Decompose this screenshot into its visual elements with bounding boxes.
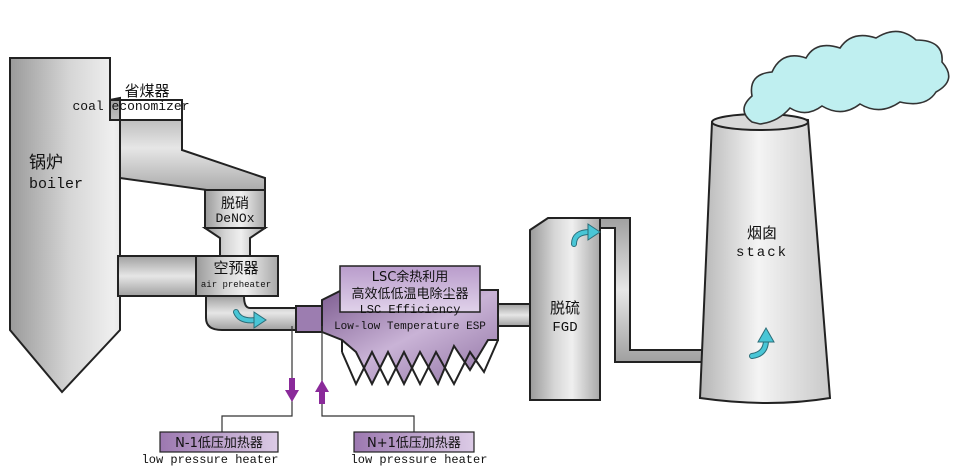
water-in-arrow-icon: [315, 380, 329, 404]
heater-right-line: [321, 326, 415, 432]
esp-label-line2: 高效低低温电除尘器: [351, 286, 468, 302]
heater-right-label-en: low pressure heater: [351, 453, 488, 466]
heater-right-box: [353, 431, 475, 453]
flow-arrow-icon: [749, 326, 775, 359]
economizer-duct: [109, 96, 266, 200]
water-out-arrow-icon: [285, 378, 299, 402]
stack-label-cn: 烟囱: [747, 224, 777, 242]
stack-label-en: stack: [736, 245, 788, 261]
esp-to-fgd-duct: [497, 303, 531, 327]
boiler-label-cn: 锅炉: [29, 153, 63, 173]
esp-label-panel: [339, 265, 481, 313]
preheater-outlet-duct: [205, 295, 297, 331]
fgd-label-en: FGD: [552, 320, 577, 336]
heater-left-label-en: low pressure heater: [142, 453, 279, 466]
esp-label-line1: LSC余热利用: [372, 269, 449, 285]
denox-label-en: DeNOx: [215, 211, 254, 226]
esp-label-line3: LSC Efficiency: [360, 303, 461, 317]
heater-left-line: [221, 326, 293, 432]
air-preheater-label-cn: 空预器: [213, 259, 258, 277]
heater-left-label-cn: N-1低压加热器: [175, 436, 263, 451]
heater-left-box: [159, 431, 279, 453]
denox-label-cn: 脱硝: [221, 196, 249, 212]
economizer-label-en: coal economizer: [72, 99, 189, 114]
boiler-label-en: boiler: [29, 176, 83, 193]
fgd-to-stack-duct: [599, 217, 709, 363]
air-preheater-box: [117, 255, 207, 297]
stack-smoke: [743, 30, 950, 125]
fgd-tower: [529, 217, 601, 401]
flow-arrow-icon: [233, 309, 267, 329]
lsc-heat-exchanger: [295, 305, 323, 333]
heater-right-label-cn: N+1低压加热器: [367, 436, 461, 451]
economizer-label-cn: 省煤器: [124, 82, 169, 100]
fgd-label-cn: 脱硫: [550, 299, 580, 317]
flow-arrow-icon: [571, 223, 601, 247]
esp-label-line4: Low-low Temperature ESP: [334, 321, 486, 333]
air-preheater-label-en: air preheater: [201, 280, 271, 290]
